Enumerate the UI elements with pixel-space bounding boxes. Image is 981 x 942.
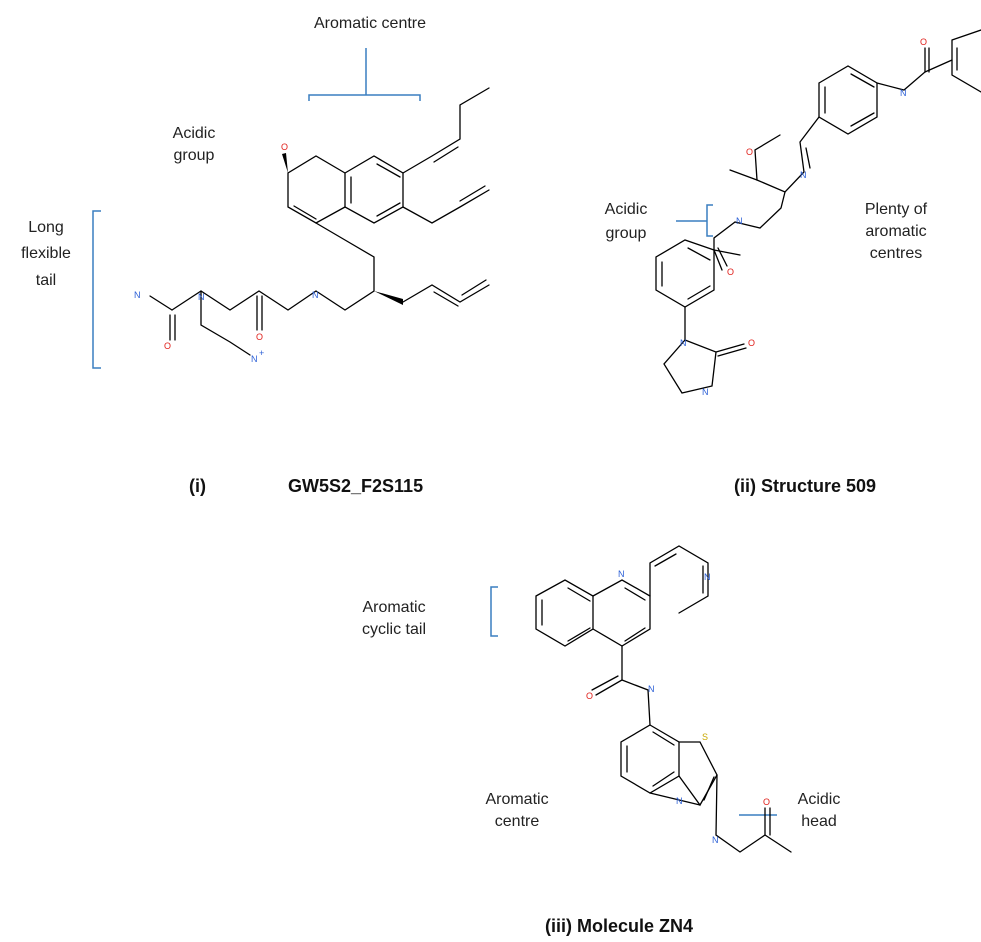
- caption-i-index: (i): [189, 476, 206, 496]
- bracket-aromatic-cyclic-tail: [490, 586, 498, 637]
- label-aromatic-centre-i: Aromatic centre: [314, 15, 426, 32]
- atom-n-i-3: N: [134, 290, 141, 300]
- caption-iii: (iii) Molecule ZN4: [545, 916, 693, 936]
- atom-n-ii-ring: N: [800, 170, 807, 180]
- label-aromatic-centre-iii-line2: centre: [495, 813, 540, 830]
- atom-n-iii-acet: N: [712, 835, 719, 845]
- atom-s-iii: S: [702, 732, 708, 742]
- atom-o-i-3: O: [164, 341, 171, 351]
- atom-n-i-1: N: [198, 292, 205, 302]
- atom-o-iii-acet: O: [763, 797, 770, 807]
- label-acidic-group-ii-line1: Acidic: [605, 201, 648, 218]
- molecule-structure-509: [655, 29, 981, 394]
- atom-n-ii-amide: N: [736, 216, 743, 226]
- label-plenty-line1: Plenty of: [865, 201, 928, 218]
- atom-o-ii-imid: O: [748, 338, 755, 348]
- atom-n-iii-thz: N: [676, 796, 683, 806]
- label-plenty-line2: aromatic: [865, 223, 926, 240]
- molecule-zn4: [535, 545, 792, 853]
- atom-o-iii-amide: O: [586, 691, 593, 701]
- atom-o-i-2: O: [256, 332, 263, 342]
- atom-n-iii-pyr: N: [704, 572, 711, 582]
- molecule-gw5s2: [149, 87, 490, 356]
- label-long-tail-line3: tail: [36, 272, 56, 289]
- bracket-acidic-group-ii: [676, 204, 713, 237]
- label-aromatic-cyclic-tail-line1: Aromatic: [362, 599, 425, 616]
- panel-i: Aromatic centre Acidic group Long flexib…: [21, 15, 490, 496]
- atom-o-i: O: [281, 142, 288, 152]
- atom-charge-i: +: [259, 348, 264, 358]
- label-acidic-group-i-line1: Acidic: [173, 125, 216, 142]
- atom-n-ii-top: N: [900, 88, 907, 98]
- atom-o-ii-ring: O: [746, 147, 753, 157]
- atom-n-iii-amide: N: [648, 684, 655, 694]
- label-acidic-group-i-line2: group: [174, 147, 215, 164]
- atom-n-iii-quin: N: [618, 569, 625, 579]
- label-acidic-head-line1: Acidic: [798, 791, 841, 808]
- label-acidic-head-line2: head: [801, 813, 837, 830]
- caption-ii: (ii) Structure 509: [734, 476, 876, 496]
- label-long-tail-line1: Long: [28, 219, 64, 236]
- label-plenty-line3: centres: [870, 245, 922, 262]
- atom-o-ii-amide: O: [727, 267, 734, 277]
- atom-n-i-2: N: [312, 290, 319, 300]
- atom-n-ii-imid1: N: [680, 338, 687, 348]
- label-acidic-group-ii-line2: group: [606, 225, 647, 242]
- panel-iii: Aromatic cyclic tail Aromatic centre Aci…: [362, 545, 841, 936]
- atom-o-ii-top: O: [920, 37, 927, 47]
- caption-i-name: GW5S2_F2S115: [288, 476, 423, 496]
- atom-n-ii-imid2: N: [702, 387, 709, 397]
- panel-ii: Acidic group Plenty of aromatic centres: [605, 29, 981, 496]
- bracket-aromatic-centre-i: [308, 48, 421, 101]
- bracket-long-tail: [92, 210, 101, 369]
- label-aromatic-centre-iii-line1: Aromatic: [485, 791, 548, 808]
- label-long-tail-line2: flexible: [21, 245, 71, 262]
- atom-n-i-4: N: [251, 354, 258, 364]
- label-aromatic-cyclic-tail-line2: cyclic tail: [362, 621, 426, 638]
